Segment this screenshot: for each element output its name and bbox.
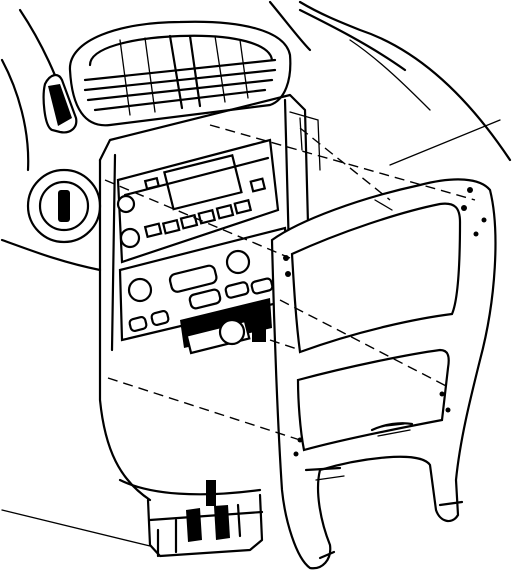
ignition-switch [26,168,102,244]
climate-control-unit [118,226,292,355]
leader-lines [1,119,501,547]
center-air-vent [68,20,292,127]
vent-louvers [83,34,277,116]
radio-buttons [143,176,267,239]
lower-console-bracket [118,478,264,558]
radio-unit [116,138,281,264]
side-air-vent [42,74,78,134]
center-trim-bezel [270,178,497,570]
